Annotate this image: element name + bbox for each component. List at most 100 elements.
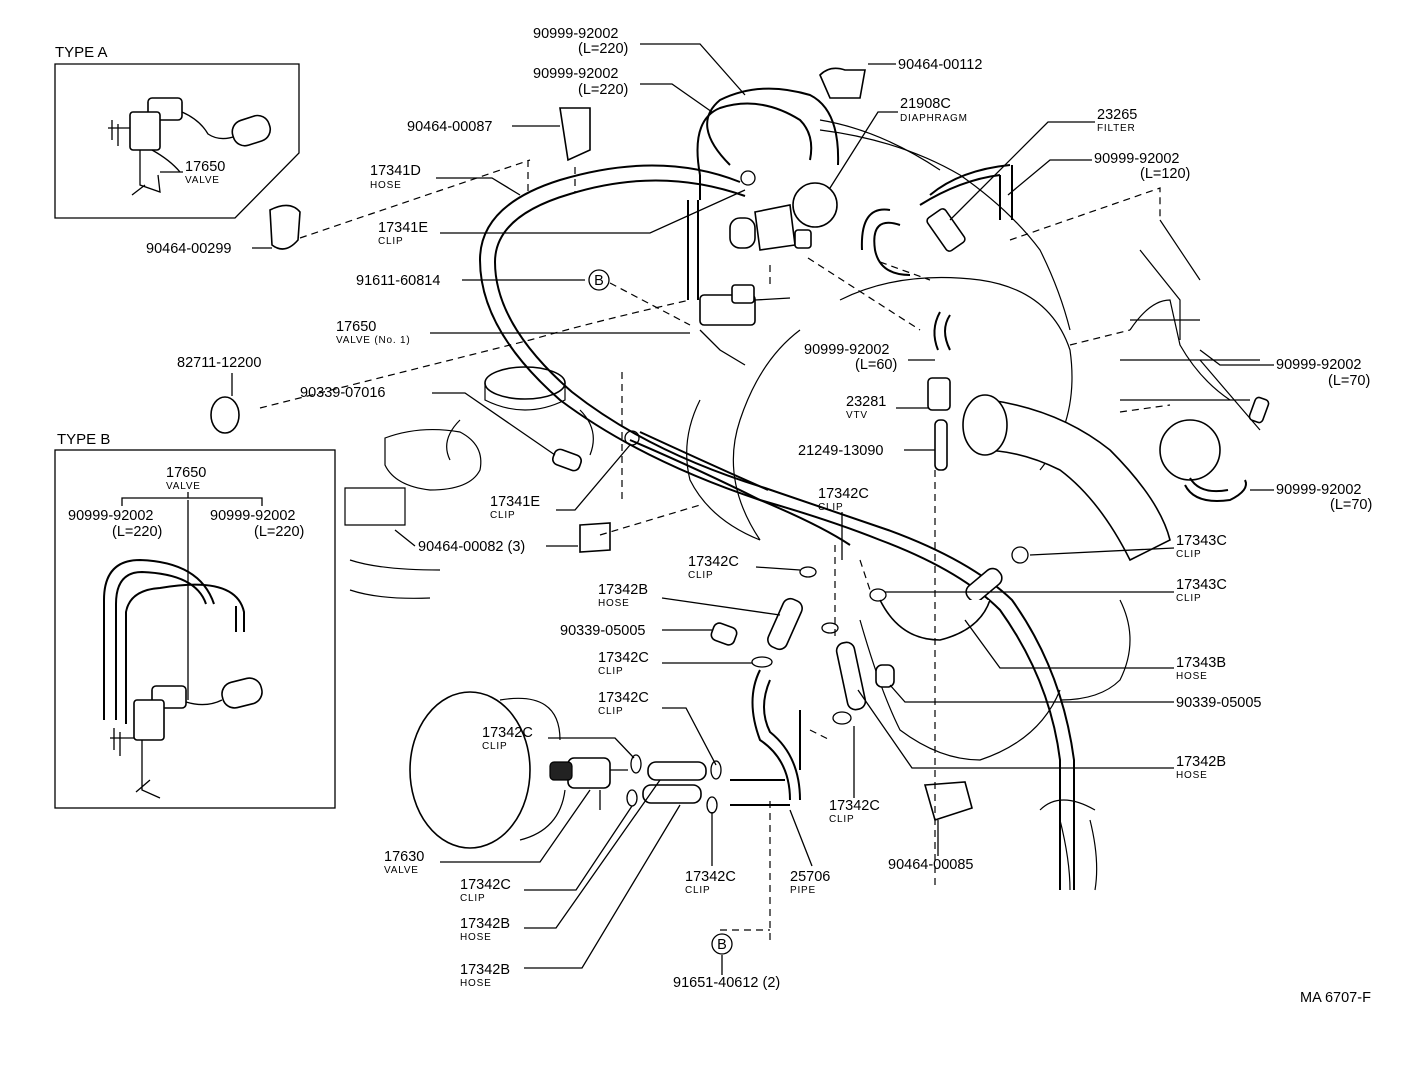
svg-text:17343C: 17343C bbox=[1176, 577, 1227, 593]
svg-text:17343B: 17343B bbox=[1176, 655, 1226, 671]
callout-label: 17342B HOSE bbox=[857, 689, 1226, 781]
callout-label: 17342B HOSE bbox=[460, 804, 681, 989]
svg-text:90464-00082 (3): 90464-00082 (3) bbox=[418, 539, 525, 555]
svg-text:17342C: 17342C bbox=[460, 877, 511, 893]
svg-text:VALVE (No. 1): VALVE (No. 1) bbox=[336, 335, 411, 346]
svg-text:(L=120): (L=120) bbox=[1140, 166, 1190, 182]
type-b-valve-drawing bbox=[103, 500, 263, 799]
callout-label: 90339-07016 bbox=[300, 385, 556, 456]
svg-text:(L=60): (L=60) bbox=[855, 357, 897, 373]
svg-text:90999-92002: 90999-92002 bbox=[1276, 357, 1361, 373]
callout-label: 17342C CLIP bbox=[688, 554, 801, 581]
callout-label: 17342C CLIP bbox=[685, 812, 736, 896]
svg-text:90999-92002: 90999-92002 bbox=[804, 342, 889, 358]
svg-text:CLIP: CLIP bbox=[598, 706, 623, 717]
callout-label: 90999-92002 (L=220) bbox=[533, 26, 746, 96]
svg-text:CLIP: CLIP bbox=[598, 666, 623, 677]
callout-labels: 90999-92002 (L=220) 90999-92002 (L=220) … bbox=[146, 26, 1372, 991]
callout-label: 17343C CLIP bbox=[885, 577, 1227, 604]
svg-text:21908C: 21908C bbox=[900, 96, 951, 112]
svg-text:91651-40612 (2): 91651-40612 (2) bbox=[673, 975, 780, 991]
svg-text:FILTER: FILTER bbox=[1097, 123, 1136, 134]
svg-text:17630: 17630 bbox=[384, 849, 424, 865]
svg-text:17342C: 17342C bbox=[598, 690, 649, 706]
svg-text:23265: 23265 bbox=[1097, 107, 1137, 123]
callout-label: 82711-12200 bbox=[177, 355, 261, 396]
callout-label: 23281 VTV bbox=[846, 394, 928, 421]
callout-label: 91611-60814 bbox=[356, 273, 585, 289]
svg-text:(L=220): (L=220) bbox=[578, 82, 628, 98]
type-a-part-name: VALVE bbox=[185, 175, 220, 186]
callout-label: 17341D HOSE bbox=[370, 163, 521, 196]
callout-label: 17342C CLIP bbox=[460, 805, 633, 904]
type-a-valve-drawing bbox=[108, 97, 272, 196]
svg-text:90339-07016: 90339-07016 bbox=[300, 385, 385, 401]
svg-text:90999-92002: 90999-92002 bbox=[533, 66, 618, 82]
callout-label: 90464-00082 (3) bbox=[394, 529, 578, 555]
callout-label: 17342C CLIP bbox=[829, 726, 880, 825]
svg-text:CLIP: CLIP bbox=[829, 814, 854, 825]
svg-text:CLIP: CLIP bbox=[378, 236, 403, 247]
svg-text:17342C: 17342C bbox=[688, 554, 739, 570]
svg-text:CLIP: CLIP bbox=[482, 741, 507, 752]
callout-label: 17341E CLIP bbox=[490, 444, 631, 521]
reference-marker-lower: B bbox=[711, 933, 733, 955]
svg-text:CLIP: CLIP bbox=[688, 570, 713, 581]
type-b-right-hose-part: 90999-92002 bbox=[210, 508, 295, 524]
svg-text:17341E: 17341E bbox=[490, 494, 540, 510]
callout-label: 17630 VALVE bbox=[384, 789, 591, 876]
svg-text:17650: 17650 bbox=[336, 319, 376, 335]
type-a-part-number: 17650 bbox=[185, 159, 225, 175]
svg-text:17342C: 17342C bbox=[829, 798, 880, 814]
svg-text:HOSE: HOSE bbox=[598, 598, 630, 609]
callout-label: 90999-92002 (L=70) bbox=[1250, 482, 1372, 513]
callout-label: 17342C CLIP bbox=[482, 725, 635, 759]
svg-text:17341E: 17341E bbox=[378, 220, 428, 236]
callout-label: 21249-13090 bbox=[798, 443, 935, 459]
svg-text:B: B bbox=[717, 937, 727, 953]
svg-text:17342B: 17342B bbox=[598, 582, 648, 598]
type-b-part-number: 17650 bbox=[166, 465, 206, 481]
type-b-right-hose-length: (L=220) bbox=[254, 524, 304, 540]
svg-text:(L=220): (L=220) bbox=[578, 41, 628, 57]
callout-label: 90464-00087 bbox=[407, 119, 560, 135]
svg-text:17342C: 17342C bbox=[685, 869, 736, 885]
svg-text:23281: 23281 bbox=[846, 394, 886, 410]
svg-text:90464-00085: 90464-00085 bbox=[888, 857, 973, 873]
type-a-inset: TYPE A 17650 VALVE bbox=[54, 44, 300, 219]
reference-dashes bbox=[259, 159, 1171, 940]
svg-text:17342C: 17342C bbox=[598, 650, 649, 666]
callout-label: 17341E CLIP bbox=[378, 189, 746, 247]
callout-label: 17342B HOSE bbox=[598, 582, 781, 616]
type-b-title: TYPE B bbox=[57, 431, 110, 448]
svg-text:CLIP: CLIP bbox=[1176, 593, 1201, 604]
engine-drawing bbox=[344, 119, 1260, 891]
svg-text:90339-05005: 90339-05005 bbox=[560, 623, 645, 639]
callout-label: 90999-92002 (L=60) bbox=[804, 342, 935, 373]
svg-text:HOSE: HOSE bbox=[460, 978, 492, 989]
figure-code: MA 6707-F bbox=[1300, 990, 1371, 1006]
callout-label: 17343C CLIP bbox=[1029, 533, 1227, 560]
svg-text:CLIP: CLIP bbox=[818, 502, 843, 513]
svg-text:17343C: 17343C bbox=[1176, 533, 1227, 549]
svg-text:82711-12200: 82711-12200 bbox=[177, 355, 261, 371]
svg-text:CLIP: CLIP bbox=[490, 510, 515, 521]
callout-label: 17342C CLIP bbox=[818, 486, 869, 560]
type-b-inset: TYPE B 17650 VALVE 90999-92002 (L=220) 9… bbox=[54, 431, 336, 809]
callout-label: 90999-92002 (L=120) bbox=[1007, 151, 1190, 196]
svg-text:HOSE: HOSE bbox=[1176, 671, 1208, 682]
svg-text:DIAPHRAGM: DIAPHRAGM bbox=[900, 113, 968, 124]
callout-label: 17342B HOSE bbox=[460, 779, 661, 943]
type-b-left-hose-length: (L=220) bbox=[112, 524, 162, 540]
svg-text:17342C: 17342C bbox=[482, 725, 533, 741]
svg-text:CLIP: CLIP bbox=[1176, 549, 1201, 560]
callout-label: 90464-00299 bbox=[146, 241, 272, 257]
svg-text:PIPE: PIPE bbox=[790, 885, 816, 896]
callout-label: 90464-00112 bbox=[868, 57, 982, 73]
svg-text:VALVE: VALVE bbox=[384, 865, 419, 876]
svg-text:HOSE: HOSE bbox=[1176, 770, 1208, 781]
svg-text:CLIP: CLIP bbox=[460, 893, 485, 904]
svg-text:90999-92002: 90999-92002 bbox=[1094, 151, 1179, 167]
svg-text:21249-13090: 21249-13090 bbox=[798, 443, 883, 459]
svg-text:90999-92002: 90999-92002 bbox=[533, 26, 618, 42]
